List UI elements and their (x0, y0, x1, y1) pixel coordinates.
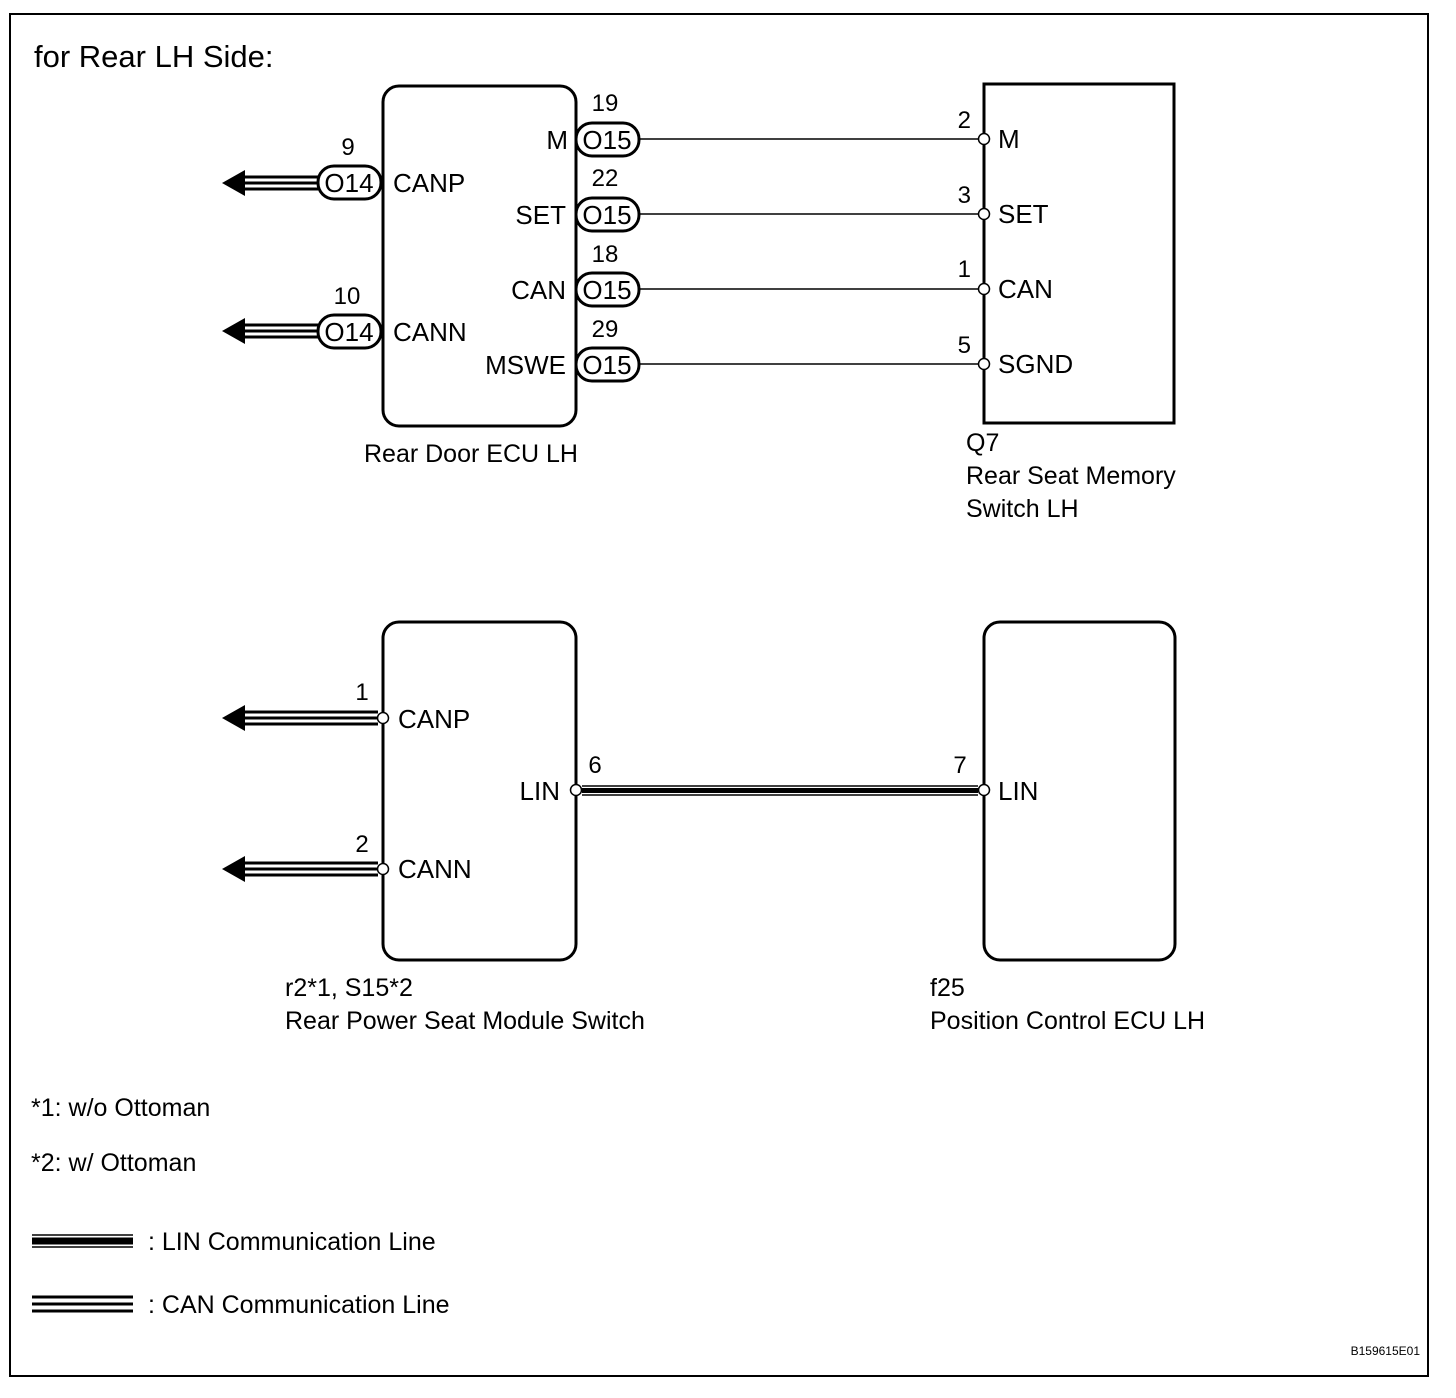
diagram-title: for Rear LH Side: (34, 39, 274, 74)
pin-number-1-module: 1 (355, 679, 368, 706)
pin-terminal-m (977, 132, 991, 146)
note-2: *2: w/ Ottoman (31, 1149, 196, 1177)
pin-number-10: 10 (334, 283, 361, 310)
legend-lin-swatch (32, 1234, 133, 1248)
pin-number-9: 9 (341, 134, 354, 161)
pin-terminal-set (977, 207, 991, 221)
diagram-frame (9, 13, 1429, 1377)
pin-number-18: 18 (592, 241, 619, 268)
figure-id: B159615E01 (1351, 1344, 1421, 1358)
pin-label-cann-upper: CANN (393, 317, 467, 347)
pin-label-lin-module: LIN (520, 776, 560, 806)
seat-module-code: r2*1, S15*2 (285, 974, 413, 1002)
seat-module: 1 CANP 2 CANN 6 LIN r2*1, S15*2 Rear Pow… (222, 620, 645, 1035)
memory-switch: 2 M 3 SET 1 CAN 5 SGND Q7 Rear Seat Memo… (958, 82, 1176, 523)
connector-o14-cann-label: O14 (324, 317, 373, 347)
seat-module-name: Rear Power Seat Module Switch (285, 1007, 645, 1035)
pin-number-22: 22 (592, 165, 619, 192)
memory-switch-name-line1: Rear Seat Memory (966, 462, 1176, 490)
pin-label-sgnd-switch: SGND (998, 349, 1073, 379)
pin-label-lin-position: LIN (998, 776, 1038, 806)
pin-number-3-switch: 3 (958, 182, 971, 209)
pin-label-set-ecu: SET (515, 200, 566, 230)
pin-number-19: 19 (592, 90, 619, 117)
pin-terminal-canp-lower (376, 711, 390, 725)
position-ecu-name: Position Control ECU LH (930, 1007, 1205, 1035)
pin-label-mswe-ecu: MSWE (485, 350, 566, 380)
connector-o15-set-label: O15 (582, 200, 631, 230)
memory-switch-name-line2: Switch LH (966, 495, 1079, 523)
legend: : LIN Communication Line : CAN Communica… (32, 1228, 450, 1319)
pin-label-m-ecu: M (546, 125, 568, 155)
pin-label-canp-upper: CANP (393, 168, 465, 198)
legend-can-label: : CAN Communication Line (148, 1291, 450, 1319)
connector-o14-canp (316, 164, 383, 201)
pin-label-can-switch: CAN (998, 274, 1053, 304)
can-arrow-cann-upper (222, 318, 318, 344)
position-ecu: 7 LIN f25 Position Control ECU LH (930, 620, 1205, 1035)
can-arrow-canp-upper (222, 170, 318, 196)
pin-label-cann-module: CANN (398, 854, 472, 884)
memory-switch-code: Q7 (966, 429, 999, 457)
can-arrow-canp-lower (222, 705, 378, 731)
pin-terminal-lin-module (569, 783, 583, 797)
lin-line (582, 785, 978, 796)
connector-o14-canp-label: O14 (324, 168, 373, 198)
pin-label-can-ecu: CAN (511, 275, 566, 305)
pin-number-29: 29 (592, 316, 619, 343)
connector-o15-m-label: O15 (582, 125, 631, 155)
connector-o15-mswe-label: O15 (582, 350, 631, 380)
pin-label-m-switch: M (998, 124, 1020, 154)
connector-o14-cann (316, 313, 383, 350)
can-arrow-cann-lower (222, 856, 378, 882)
note-1: *1: w/o Ottoman (31, 1094, 210, 1122)
pin-number-6-module: 6 (588, 752, 601, 779)
pin-label-set-switch: SET (998, 199, 1049, 229)
pin-terminal-lin-position (977, 783, 991, 797)
pin-label-canp-module: CANP (398, 704, 470, 734)
position-ecu-code: f25 (930, 974, 965, 1002)
pin-terminal-cann-lower (376, 862, 390, 876)
memory-switch-box (982, 82, 1176, 425)
pin-number-2-switch: 2 (958, 107, 971, 134)
pin-number-1-switch: 1 (958, 256, 971, 283)
rear-door-ecu-box (381, 84, 578, 428)
pin-terminal-sgnd (977, 357, 991, 371)
legend-lin-label: : LIN Communication Line (148, 1228, 436, 1256)
pin-number-7-position: 7 (953, 752, 966, 779)
rear-door-ecu: O14 9 CANP O14 10 CANN O15 19 M O15 22 S… (222, 84, 641, 468)
pin-terminal-can (977, 282, 991, 296)
connector-o15-can-label: O15 (582, 275, 631, 305)
rear-door-ecu-name: Rear Door ECU LH (364, 440, 578, 468)
legend-can-swatch (32, 1295, 133, 1313)
pin-number-5-switch: 5 (958, 332, 971, 359)
pin-number-2-module: 2 (355, 831, 368, 858)
